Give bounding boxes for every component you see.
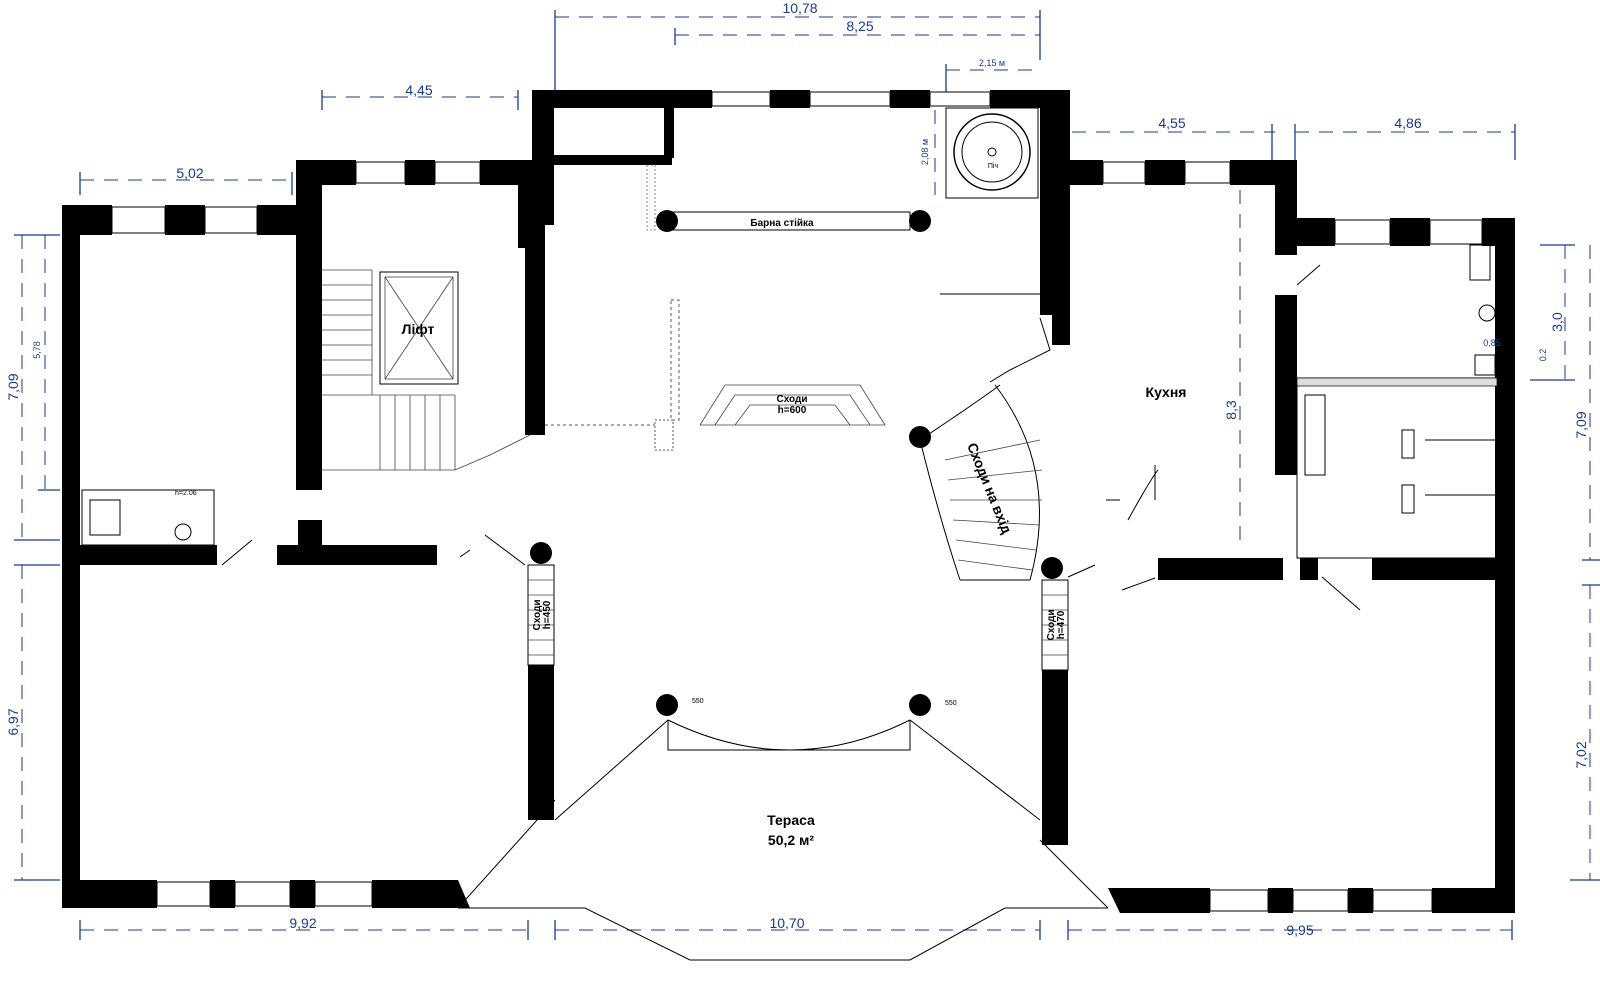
walls: [62, 90, 1515, 913]
dim-bottom-right: 9,95: [1286, 922, 1313, 938]
dimension-labels: 10,78 8,25 2,15 м 2,08 м 4,45 5,02 4,55 …: [5, 0, 1589, 938]
label-terrace: Тераса: [767, 812, 815, 828]
dim-right-lower: 7,02: [1573, 741, 1589, 768]
column: [1041, 557, 1063, 579]
dim-right-mid: 7,09: [1573, 411, 1589, 438]
dim-top-hall: 8,25: [846, 18, 873, 34]
label-stairs-center-h: h=600: [778, 405, 807, 416]
dim-bottom-center: 10,70: [769, 915, 804, 931]
column: [530, 542, 552, 564]
label-stairs-left-h: h=450: [542, 600, 553, 629]
label-oven: Піч: [988, 162, 999, 170]
dim-right-top: 4,86: [1394, 115, 1421, 131]
dim-left-room: 5,02: [176, 165, 203, 181]
column: [909, 210, 931, 232]
dim-stair-room: 4,45: [405, 82, 432, 98]
columns: [530, 210, 1063, 716]
label-terrace-area: 50,2 м²: [768, 832, 814, 848]
dim-right-wc: 3,0: [1549, 312, 1565, 332]
dim-left-upper: 7,09: [5, 373, 21, 400]
label-stairs-left: Сходи: [532, 599, 543, 630]
dim-kitchen-height: 8,3: [1223, 400, 1239, 420]
interior-details: [81, 107, 1498, 961]
dim-oven-width: 2,15 м: [979, 58, 1005, 68]
column: [909, 694, 931, 716]
dimension-lines: [14, 10, 1600, 940]
label-stairs-right-h: h=470: [1056, 610, 1067, 639]
dim-left-lower: 6,97: [5, 708, 21, 735]
dim-wc-gap: 0.2: [1538, 349, 1548, 362]
dim-wc-note: h=2.06: [175, 490, 197, 497]
column: [909, 426, 931, 448]
label-stairs-right: Сходи: [1046, 609, 1057, 640]
dim-wc-width: 0.85: [1483, 338, 1501, 348]
dim-oven-depth: 2,08 м: [920, 139, 930, 165]
label-lift: Ліфт: [402, 321, 435, 337]
column: [656, 210, 678, 232]
dim-column-left: 550: [692, 698, 704, 705]
dim-bottom-left: 9,92: [289, 915, 316, 931]
windows: [111, 91, 1483, 912]
label-kitchen: Кухня: [1146, 384, 1187, 400]
dim-kitchen-top: 4,55: [1158, 115, 1185, 131]
label-stairs-center: Сходи: [776, 394, 807, 405]
label-stairs-entry: Сходи на вхід: [964, 440, 1015, 536]
dim-top-total: 10,78: [782, 0, 817, 16]
column: [656, 694, 678, 716]
dim-left-upper-inner: 5,78: [32, 341, 42, 359]
dim-column-right: 550: [945, 700, 957, 707]
label-bar: Барна стійка: [750, 218, 814, 229]
